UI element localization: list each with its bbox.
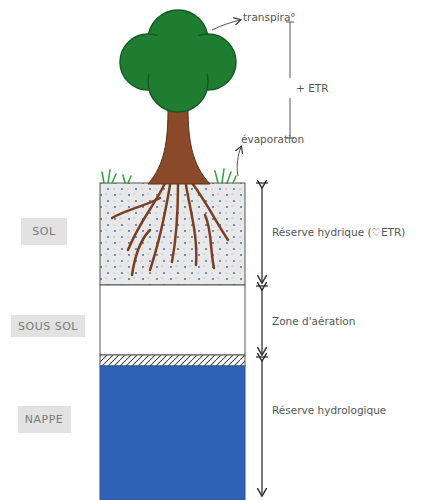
zone-label: Réserve hydrologique — [272, 404, 386, 416]
layer-name: NAPPE — [25, 413, 63, 426]
process-label: + ETR — [296, 82, 328, 94]
nappe-box: NAPPE — [18, 406, 71, 433]
zone-label: Zone d'aération — [272, 315, 355, 327]
zone-label: Réserve hydrique (♡ETR) — [272, 226, 405, 238]
process-label: transpira° — [243, 11, 296, 23]
sol-box: SOL — [21, 218, 67, 245]
sous-sol-box: SOUS SOL — [11, 315, 85, 337]
layer-name: SOUS SOL — [18, 320, 78, 333]
layer-name: SOL — [32, 225, 55, 238]
process-label: évaporation — [241, 133, 304, 145]
